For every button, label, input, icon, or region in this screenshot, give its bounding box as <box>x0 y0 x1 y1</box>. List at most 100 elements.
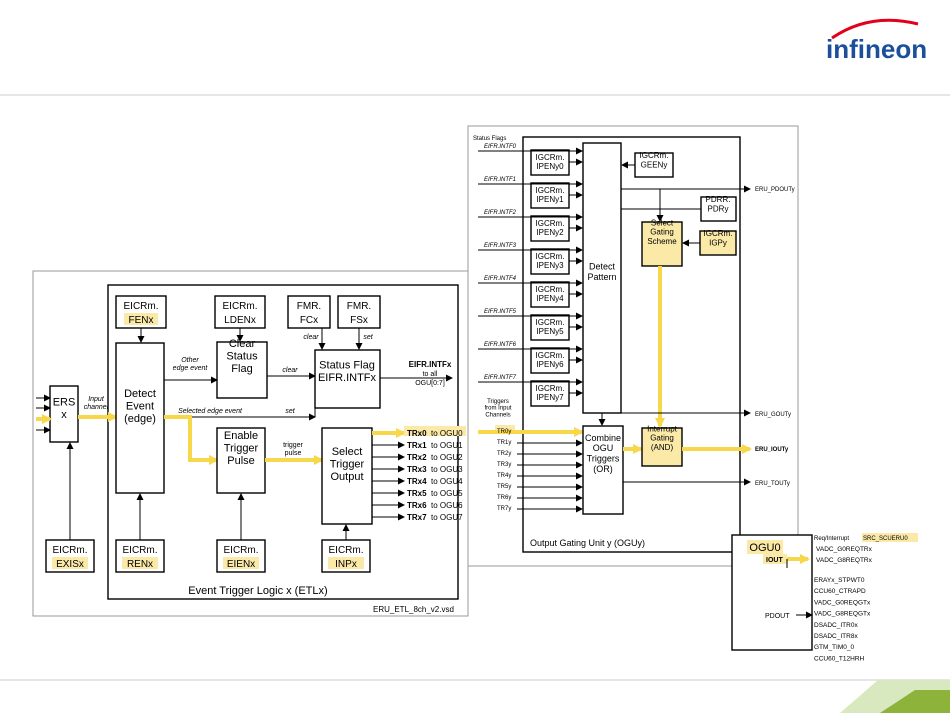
ipen-text: IPENy3 <box>536 261 564 270</box>
ogu-outer-box <box>522 136 741 553</box>
ogu-range-label: OGU[0:7] <box>415 380 445 387</box>
ipen-text: IGCRm. <box>536 153 565 162</box>
ogu0-title: OGU0 <box>749 542 780 554</box>
iout-label: ERU_IOUTy <box>755 447 789 453</box>
eicrm-inp-l1: EICRm. <box>329 545 364 556</box>
ogu0-iout: IOUT <box>766 557 783 564</box>
eicrm-lden-block <box>214 295 266 329</box>
tr-output-dest: to OGU2 <box>431 453 463 462</box>
eicrm-inp: EICRm. INPx <box>321 524 371 573</box>
etl-title: Event Trigger Logic x (ETLx) <box>188 585 327 597</box>
iout-target: VADC_G8REQTRx <box>816 557 873 564</box>
fmr-fs-block <box>337 295 381 329</box>
req-label: Req/Interrupt <box>814 536 849 542</box>
tr-input-label: TR7y <box>497 506 511 512</box>
pdout-target: CCU60_T12HRH <box>814 655 865 662</box>
ipen-text: IPENy2 <box>536 228 564 237</box>
eicrm-lden-l1: EICRm. <box>223 301 258 312</box>
pdout-target: GTM_TIM0_0 <box>814 644 854 651</box>
ogu0-pdout: PDOUT <box>765 613 790 620</box>
eicrm-ren: EICRm. RENx <box>115 493 165 573</box>
pdout-targets: ERAYx_STPWT0CCU60_CTRAPDVADC_G0REQGTxVAD… <box>814 577 871 662</box>
eicrm-inp-l2: INPx <box>335 559 357 570</box>
eicrm-fen-l2: FENx <box>129 315 154 326</box>
ipen-text: IPENy7 <box>536 393 564 402</box>
tr-output-dest: to OGU0 <box>431 429 463 438</box>
ers-block <box>49 385 79 443</box>
intf-input-label: EIFR.INTF1 <box>484 177 516 183</box>
intf-input-label: EIFR.INTF3 <box>484 243 517 249</box>
ipen-block <box>530 380 570 407</box>
ipen-block <box>530 182 570 209</box>
tr-output-dest: to OGU5 <box>431 489 463 498</box>
etl-outer-box <box>107 284 459 600</box>
ipen-text: IGCRm. <box>536 351 565 360</box>
footer-shape-2 <box>880 690 950 713</box>
eicrm-eien: EICRm. EIENx <box>216 493 266 573</box>
pdrr-text: PDRR.PDRy <box>706 195 731 213</box>
intf-input-label: EIFR.INTF6 <box>484 342 517 348</box>
combine-block <box>582 425 624 515</box>
pdout-target: DSADC_ITR0x <box>814 622 858 629</box>
eicrm-fen-l1: EICRm. <box>124 301 159 312</box>
tr-output-dest: to OGU7 <box>431 513 463 522</box>
eicrm-exis-l1: EICRm. <box>53 545 88 556</box>
ipen-text: IGCRm. <box>536 318 565 327</box>
ren-highlight <box>122 557 158 569</box>
logo-text: infineon <box>826 34 927 64</box>
ipen-text: IPENy1 <box>536 195 564 204</box>
fmr-fc-l1: FMR. <box>297 301 321 312</box>
intf-input-label: EIFR.INTF0 <box>484 144 517 150</box>
src-highlight <box>862 533 918 542</box>
interrupt-gating-block <box>641 427 683 467</box>
ogu0-title-highlight <box>747 540 783 554</box>
tr-input-label: TR4y <box>497 473 511 479</box>
src-label: SRC_SCUERU0 <box>863 536 908 542</box>
status-flags-label: Status Flags <box>473 136 506 142</box>
geen-block <box>634 152 674 178</box>
pdout-target: VADC_G0REQGTx <box>814 599 871 606</box>
iout-highlight <box>763 554 787 564</box>
tr-input-highlight <box>495 425 515 434</box>
eicrm-lden-l2: LDENx <box>224 315 256 326</box>
eicrm-eien-l2: EIENx <box>227 559 255 570</box>
inp-highlight <box>328 557 364 569</box>
eicrm-exis: EICRm. EXISx <box>45 442 95 573</box>
tr-output-sig: TRx4 <box>407 477 427 486</box>
gout-label: ERU_GOUTy <box>755 412 791 418</box>
status-flag-block <box>314 349 381 409</box>
tr-output-sig: TRx6 <box>407 501 427 510</box>
clear-label: clear <box>282 367 298 374</box>
igp-text: IGCRm.IGPy <box>704 229 733 247</box>
eicrm-ren-l2: RENx <box>127 559 153 570</box>
tr-input-label: TR0y <box>497 429 511 435</box>
tr-output-dest: to OGU4 <box>431 477 463 486</box>
pdout-target: CCU60_CTRAPD <box>814 588 866 595</box>
eicrm-eien-l1: EICRm. <box>224 545 259 556</box>
tr-input-label: TR2y <box>497 451 511 457</box>
pdout-target: DSADC_ITR8x <box>814 633 858 640</box>
to-all-label: to all <box>423 371 438 378</box>
intf-input-label: EIFR.INTF5 <box>484 309 517 315</box>
selected-edge-label: Selected edge event <box>178 408 243 415</box>
pdout-target: VADC_G8REQGTx <box>814 611 871 618</box>
ipen-text: IPENy5 <box>536 327 564 336</box>
eien-highlight <box>223 557 259 569</box>
eicrm-ren-l1: EICRm. <box>123 545 158 556</box>
set-label: set <box>285 408 295 415</box>
ipen-text: IPENy6 <box>536 360 564 369</box>
ipen-text: IGCRm. <box>536 285 565 294</box>
